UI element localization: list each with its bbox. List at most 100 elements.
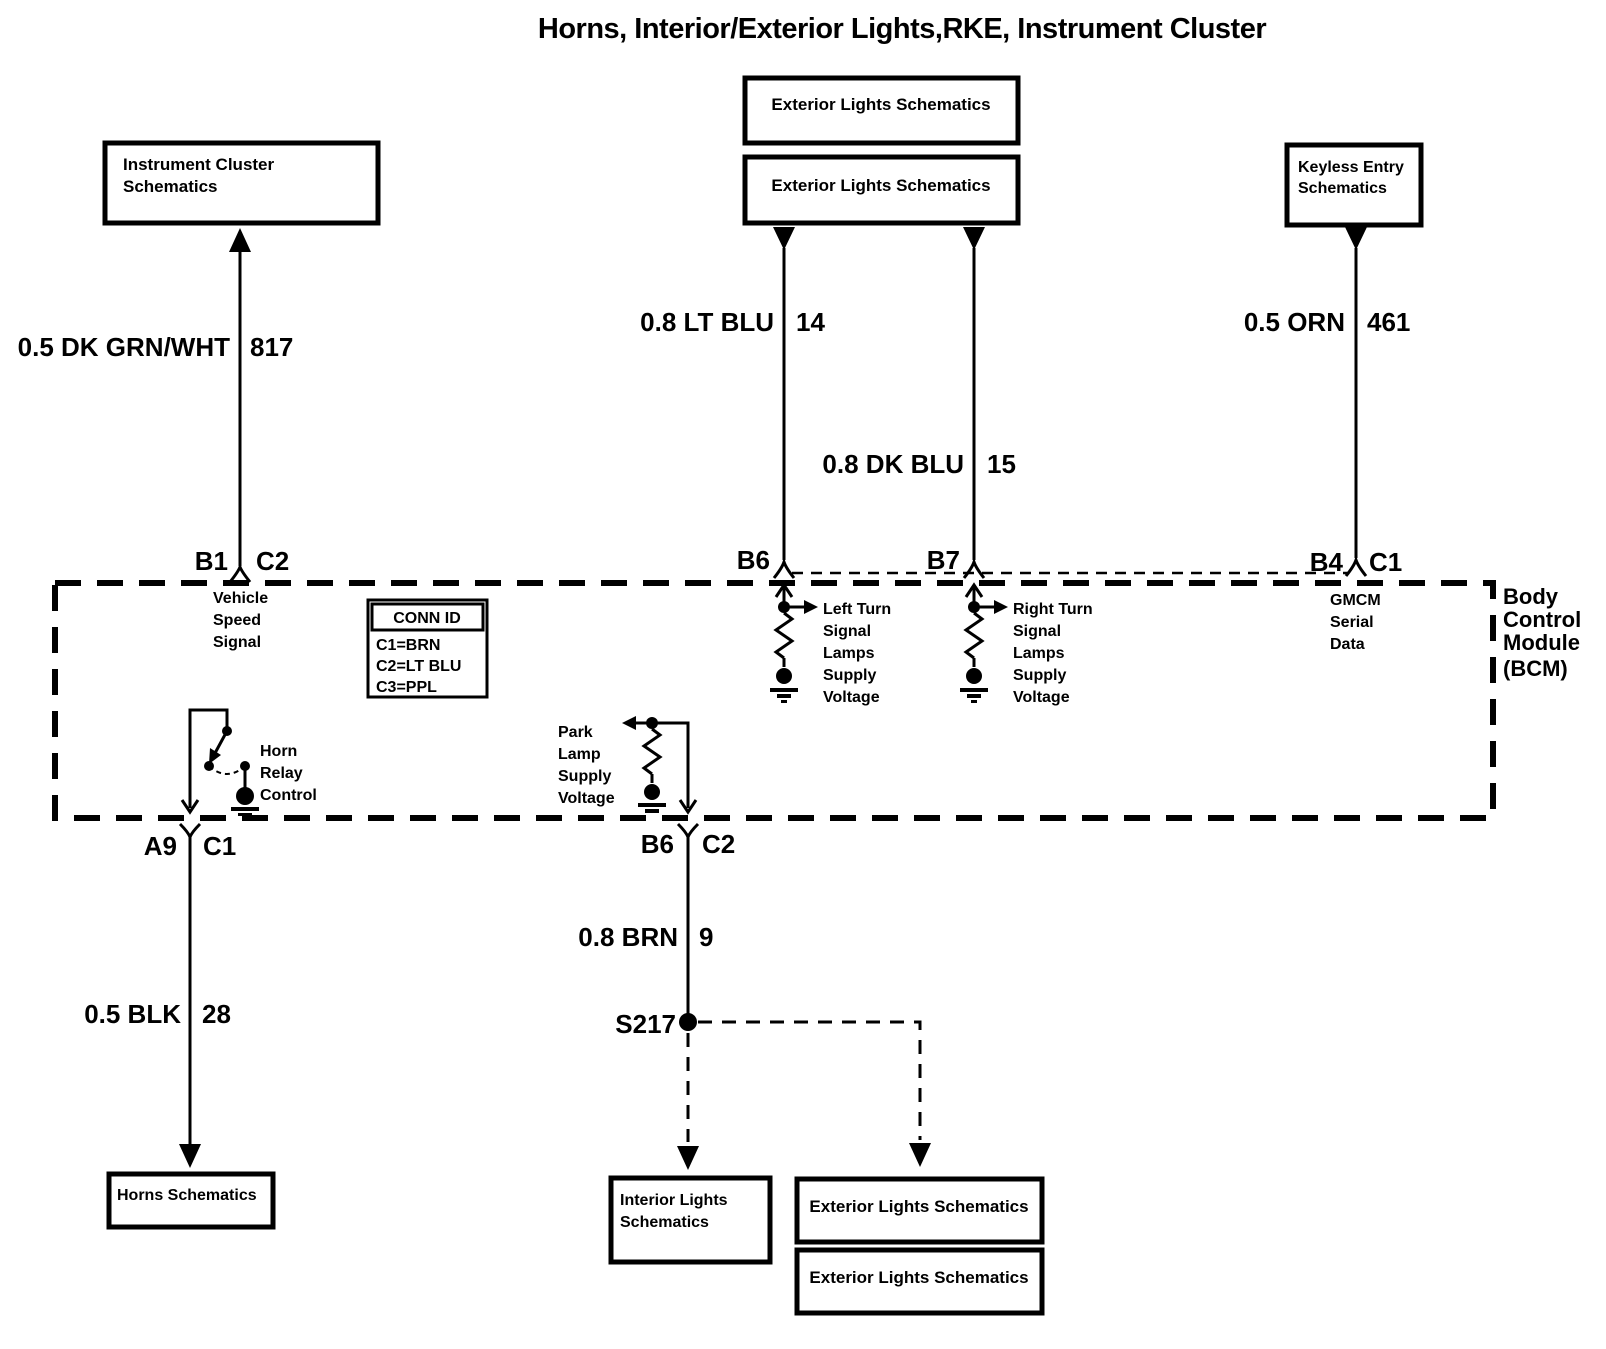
wire-color-label: 0.8 BRN — [578, 922, 678, 952]
arrow-down-icon — [678, 799, 698, 815]
ground-icon — [770, 688, 798, 692]
legend-header: CONN ID — [393, 610, 461, 627]
arrow-right-icon — [804, 600, 818, 614]
label-line2: Lamp — [558, 746, 601, 763]
box-border — [742, 154, 1021, 226]
connector-icon-b6-bottom — [676, 822, 700, 842]
label-line5: Voltage — [823, 689, 880, 706]
pin-a9-c1: A9 C1 — [144, 822, 236, 861]
wire-circuit-number: 817 — [250, 332, 293, 362]
ground-dot — [776, 668, 792, 684]
label-line2: Serial — [1330, 614, 1374, 631]
label-line2: Speed — [213, 612, 261, 629]
resistor-icon — [963, 611, 985, 660]
arrow-down-icon — [773, 227, 795, 250]
box-interior-lights-schematics: Interior Lights Schematics — [608, 1175, 773, 1265]
label-line1: Left Turn — [823, 601, 891, 618]
legend-row: C2=LT BLU — [376, 658, 461, 675]
connector-icon-b7 — [962, 557, 986, 579]
pin-b6-top: B6 — [737, 545, 796, 579]
connector-icon-b6 — [772, 557, 796, 579]
wire-color-label: 0.8 DK BLU — [822, 449, 964, 479]
junction-dot — [646, 717, 658, 729]
wire-14-lt-blu: 0.8 LT BLU 14 — [640, 227, 825, 560]
page-title: Horns, Interior/Exterior Lights,RKE, Ins… — [538, 13, 1266, 45]
splice-label: S217 — [615, 1009, 676, 1039]
pin-b1-c2: B1 C2 — [195, 546, 289, 583]
wire-461-orn: 0.5 ORN 461 — [1244, 227, 1410, 558]
bcm-vehicle-speed-signal-label: Vehicle Speed Signal — [213, 590, 268, 651]
pin-b4-c1: B4 C1 — [1310, 547, 1403, 577]
label-line3: Lamps — [823, 645, 875, 662]
label-line3: Signal — [213, 634, 261, 651]
label-line1: Vehicle — [213, 590, 268, 607]
label-line1: GMCM — [1330, 592, 1381, 609]
label-line4: Supply — [1013, 667, 1066, 684]
label-line2: Relay — [260, 765, 303, 782]
wire-circuit-number: 15 — [987, 449, 1016, 479]
pin-b6-c2-bottom: B6 C2 — [641, 822, 735, 859]
wire-circuit-number: 9 — [699, 922, 713, 952]
ground-icon — [960, 688, 988, 692]
box-label: Exterior Lights Schematics — [771, 95, 990, 114]
box-label: Exterior Lights Schematics — [809, 1268, 1028, 1287]
dashed-branch-line — [698, 1020, 922, 1140]
box-border — [102, 140, 381, 226]
box-exterior-lights-schematics-top-2: Exterior Lights Schematics — [742, 154, 1021, 226]
connector-label: C1 — [203, 831, 236, 861]
splice-s217: S217 — [615, 1009, 931, 1170]
ground-icon — [238, 813, 252, 816]
arrow-up-icon — [774, 582, 794, 598]
relay-switch-arm — [212, 730, 229, 756]
box-label: Exterior Lights Schematics — [809, 1197, 1028, 1216]
arrow-right-icon — [994, 600, 1008, 614]
box-label-line2: Schematics — [1298, 180, 1387, 197]
ground-icon — [967, 694, 981, 698]
arrow-left-icon — [622, 716, 636, 730]
wire-9-brn: 0.8 BRN 9 — [578, 837, 713, 1015]
legend-header-border — [370, 602, 485, 632]
bcm-name-line2: Control — [1503, 607, 1581, 632]
box-border — [742, 75, 1021, 146]
wire-28-blk: 0.5 BLK 28 — [84, 837, 231, 1168]
box-instrument-cluster-schematics: Instrument Cluster Schematics — [102, 140, 381, 226]
bcm-right-turn-driver: Right Turn Signal Lamps Supply Voltage — [960, 582, 1093, 706]
bcm-park-lamp-driver: Park Lamp Supply Voltage — [558, 716, 698, 815]
box-border — [794, 1176, 1045, 1245]
ground-dot — [966, 668, 982, 684]
arrow-up-icon — [964, 582, 984, 598]
box-label-line1: Interior Lights — [620, 1192, 728, 1209]
bcm-horn-relay: Horn Relay Control — [180, 708, 317, 816]
label-line1: Horn — [260, 743, 297, 760]
box-exterior-lights-schematics-top-1: Exterior Lights Schematics — [742, 75, 1021, 146]
connector-label: C2 — [256, 546, 289, 576]
box-exterior-lights-schematics-bottom-2: Exterior Lights Schematics — [794, 1247, 1045, 1316]
bcm-gmcm-serial-data-label: GMCM Serial Data — [1330, 592, 1381, 653]
arrow-down-left-icon — [209, 748, 221, 764]
legend-row: C1=BRN — [376, 637, 440, 654]
box-label-line1: Instrument Cluster — [123, 155, 275, 174]
label-line4: Supply — [823, 667, 876, 684]
wire-circuit-number: 14 — [796, 307, 825, 337]
pin-label: A9 — [144, 831, 177, 861]
conn-id-legend: CONN ID C1=BRN C2=LT BLU C3=PPL — [366, 598, 489, 699]
arrow-up-icon — [229, 228, 251, 252]
wire-color-label: 0.5 ORN — [1244, 307, 1345, 337]
bcm-left-turn-driver: Left Turn Signal Lamps Supply Voltage — [770, 582, 891, 706]
bcm-name-line3: Module — [1503, 630, 1580, 655]
box-label-line2: Schematics — [620, 1214, 709, 1231]
arrow-down-icon — [180, 799, 200, 815]
box-border — [794, 1247, 1045, 1316]
ground-icon — [645, 809, 659, 813]
wire-15-dk-blu: 0.8 DK BLU 15 — [822, 227, 1016, 560]
wire-color-label: 0.5 DK GRN/WHT — [18, 332, 230, 362]
arrow-down-icon — [963, 227, 985, 250]
resistor-icon — [641, 727, 663, 776]
box-label-line2: Schematics — [123, 177, 218, 196]
label-line1: Right Turn — [1013, 601, 1093, 618]
legend-row: C3=PPL — [376, 679, 437, 696]
box-horns-schematics: Horns Schematics — [106, 1171, 276, 1230]
arrow-down-icon — [677, 1146, 699, 1170]
arrow-down-icon — [179, 1144, 201, 1168]
